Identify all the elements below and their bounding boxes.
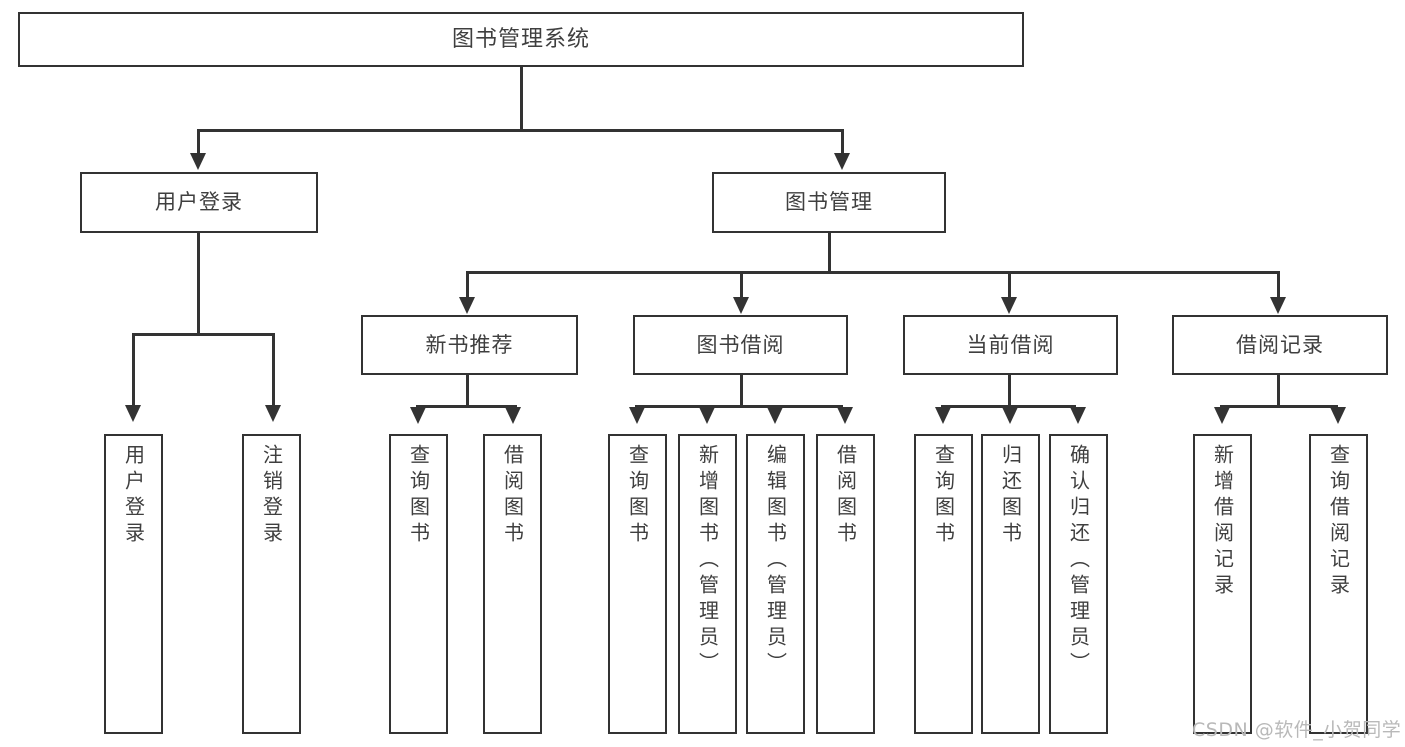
connector-br-split-bar [1220,405,1338,408]
leaf-label: 查询图书 [625,444,650,548]
arrowhead-current-borrow [1001,297,1017,314]
watermark-text: CSDN @软件_小贺同学 [1192,719,1402,741]
connector-user-login-branch-left [132,333,135,407]
leaf-query-book-2[interactable]: 查询图书 [608,434,667,734]
leaf-label: 新增图书（管理员） [695,444,720,678]
connector-user-login-split-bar [132,333,274,336]
node-user-login[interactable]: 用户登录 [80,172,318,233]
leaf-label: 查询图书 [931,444,956,548]
arrowhead-leaf-add-record [1214,407,1230,424]
connector-root-to-user-login [197,129,200,155]
arrowhead-leaf-query-book-2 [629,407,645,424]
leaf-label: 用户登录 [121,444,146,548]
arrowhead-leaf-return-book [1002,407,1018,424]
node-label: 借阅记录 [1236,332,1324,357]
node-book-management[interactable]: 图书管理 [712,172,946,233]
leaf-user-login[interactable]: 用户登录 [104,434,163,734]
leaf-add-book[interactable]: 新增图书（管理员） [678,434,737,734]
connector-bm-branch-2 [740,271,743,299]
connector-cb-stem [1008,375,1011,407]
node-borrow-record[interactable]: 借阅记录 [1172,315,1388,375]
leaf-label: 注销登录 [259,444,284,548]
leaf-label: 确认归还（管理员） [1066,444,1091,678]
leaf-label: 编辑图书（管理员） [763,444,788,678]
node-book-borrow[interactable]: 图书借阅 [633,315,848,375]
arrowhead-user-login [190,153,206,170]
leaf-label: 借阅图书 [500,444,525,548]
node-label: 图书管理系统 [451,26,590,52]
arrowhead-leaf-query-record [1330,407,1346,424]
arrowhead-new-book-recommend [459,297,475,314]
leaf-borrow-book-1[interactable]: 借阅图书 [483,434,542,734]
connector-bb-split-bar [635,405,843,408]
node-label: 图书借阅 [696,332,785,357]
connector-root-split-bar [197,129,843,132]
connector-nbr-stem [466,375,469,407]
connector-nbr-split-bar [416,405,517,408]
connector-bm-branch-4 [1277,271,1280,299]
leaf-borrow-book-2[interactable]: 借阅图书 [816,434,875,734]
node-root-book-management-system[interactable]: 图书管理系统 [18,12,1024,67]
leaf-return-book[interactable]: 归还图书 [981,434,1040,734]
connector-book-management-split-bar [466,271,1279,274]
arrowhead-book-management [834,153,850,170]
leaf-add-record[interactable]: 新增借阅记录 [1193,434,1252,734]
leaf-label: 新增借阅记录 [1210,444,1235,600]
connector-cb-split-bar [941,405,1076,408]
connector-bb-stem [740,375,743,407]
leaf-label: 归还图书 [998,444,1023,548]
connector-bm-branch-1 [466,271,469,299]
leaf-label: 借阅图书 [833,444,858,548]
arrowhead-leaf-user-login [125,405,141,422]
connector-root-to-book-management [841,129,844,155]
leaf-query-book-1[interactable]: 查询图书 [389,434,448,734]
connector-user-login-branch-right [272,333,275,407]
arrowhead-leaf-edit-book [767,407,783,424]
arrowhead-leaf-query-book-3 [935,407,951,424]
leaf-label: 查询图书 [406,444,431,548]
arrowhead-leaf-add-book [699,407,715,424]
connector-book-management-stem [828,233,831,273]
leaf-query-record[interactable]: 查询借阅记录 [1309,434,1368,734]
leaf-logout-login[interactable]: 注销登录 [242,434,301,734]
leaf-confirm-return[interactable]: 确认归还（管理员） [1049,434,1108,734]
arrowhead-leaf-borrow-book-2 [837,407,853,424]
connector-bm-branch-3 [1008,271,1011,299]
connector-root-stem [520,67,523,130]
node-label: 新书推荐 [425,332,514,357]
leaf-query-book-3[interactable]: 查询图书 [914,434,973,734]
node-current-borrow[interactable]: 当前借阅 [903,315,1118,375]
arrowhead-leaf-query-book-1 [410,407,426,424]
leaf-label: 查询借阅记录 [1326,444,1351,600]
node-label: 用户登录 [155,190,243,215]
node-label: 当前借阅 [966,332,1055,357]
node-new-book-recommend[interactable]: 新书推荐 [361,315,578,375]
node-label: 图书管理 [785,190,873,215]
arrowhead-book-borrow [733,297,749,314]
arrowhead-leaf-logout-login [265,405,281,422]
connector-br-stem [1277,375,1280,407]
connector-user-login-stem [197,233,200,335]
arrowhead-leaf-borrow-book-1 [505,407,521,424]
arrowhead-borrow-record [1270,297,1286,314]
arrowhead-leaf-confirm-return [1070,407,1086,424]
leaf-edit-book[interactable]: 编辑图书（管理员） [746,434,805,734]
